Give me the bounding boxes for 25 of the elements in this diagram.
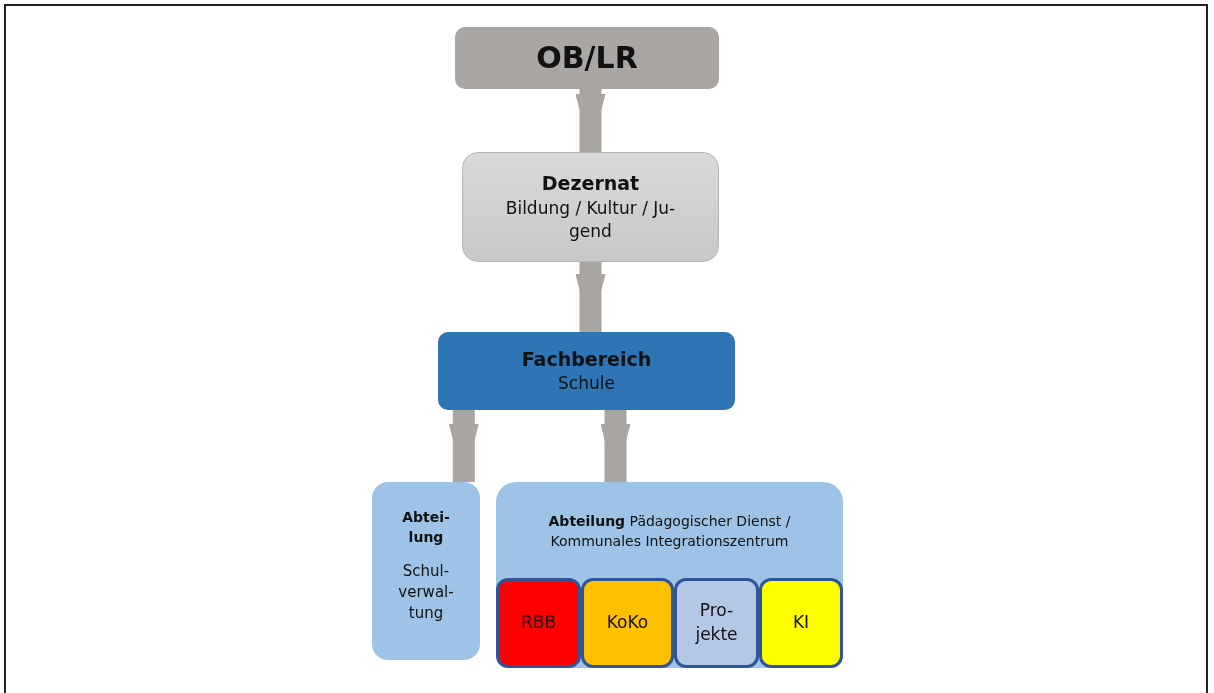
node-text: KoKo: [606, 611, 649, 635]
unit-box: [581, 578, 674, 668]
block-arrow: [575, 262, 606, 332]
unit-box: [674, 578, 759, 668]
process-box: [372, 482, 480, 660]
node-text: RBB: [520, 611, 557, 635]
process-box: [462, 152, 719, 262]
unit-box: [496, 578, 581, 668]
node-heading: Dezernat: [541, 170, 640, 196]
block-arrow: [575, 89, 606, 152]
node-text: OB/LR: [536, 39, 638, 77]
process-box: [438, 332, 735, 410]
block-arrow: [600, 410, 631, 482]
title-box: [455, 27, 719, 89]
group-box: [496, 482, 843, 668]
node-text: Schule: [558, 372, 615, 396]
node-text: KI: [792, 611, 810, 635]
node-text: Pro-jekte: [694, 599, 739, 646]
node-heading: Fachbereich: [521, 346, 652, 372]
node-text: Schul-verwal-tung: [397, 561, 455, 625]
node-text: Abteilung Pädagogischer Dienst / Kommunales Integrationszentrum: [547, 512, 792, 551]
node-text: Bildung / Kultur / Ju-gend: [504, 196, 677, 244]
node-heading: Abtei-lung: [401, 508, 451, 547]
unit-box: [759, 578, 843, 668]
block-arrow: [448, 410, 479, 482]
